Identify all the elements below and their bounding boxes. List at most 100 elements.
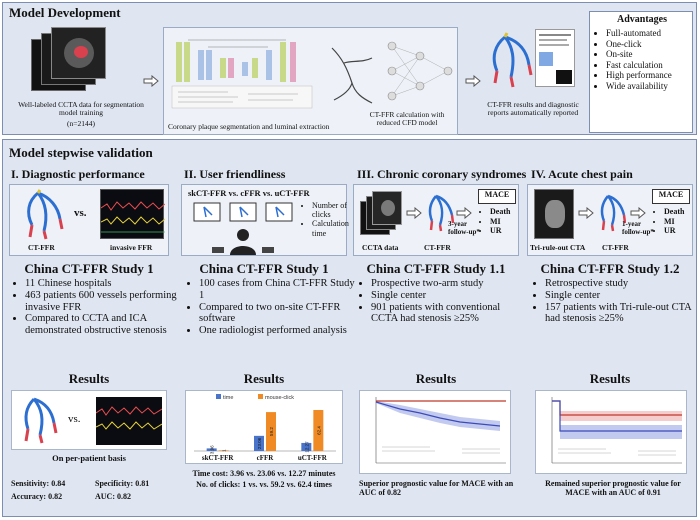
ctffr-heart-icon: [27, 189, 64, 240]
mace-box: MACE: [478, 189, 516, 204]
segmentation-calculation-box: Coronary plaque segmentation and luminal…: [163, 27, 458, 135]
metric-auc: AUC: 0.82: [95, 492, 131, 501]
per-patient-caption: On per-patient basis: [52, 453, 126, 463]
ctffr-result-heart-icon: [492, 32, 533, 88]
legend-label: time: [223, 395, 233, 401]
study-title: China CT-FFR Study 1.1: [366, 261, 506, 276]
bullet-item: Calculation time: [312, 219, 358, 237]
bar-mouse-click-cFFR: [266, 412, 276, 451]
mace-items: Death MI UR: [482, 207, 510, 236]
bullet-item: Single center: [545, 290, 700, 302]
result-heart-icon: [24, 397, 58, 444]
col-ccs-title: III. Chronic coronary syndromes: [357, 167, 527, 181]
model-validation-section: Model stepwise validation I. Diagnostic …: [2, 139, 697, 517]
bullet-item: 100 cases from China CT-FFR Study 1: [199, 278, 357, 302]
col1-figure: vs. CT-FFR invasive FFR: [9, 184, 169, 256]
neural-network-icon: [387, 41, 453, 101]
bullet-item: 463 patients 600 vessels performing inva…: [25, 290, 179, 314]
category-label: skCT-FFR: [202, 454, 235, 462]
arrow-right-icon: [465, 75, 481, 87]
col-diagnostic-title: I. Diagnostic performance: [11, 167, 145, 181]
followup-label: 1-year follow-up*: [622, 220, 654, 236]
bar-value-label: 23.06: [257, 437, 262, 449]
category-label: cFFR: [257, 454, 275, 462]
arrow-right-icon: [143, 75, 159, 87]
study-title: China CT-FFR Study 1: [199, 261, 329, 276]
ctffr-label: CT-FFR: [602, 243, 629, 252]
advantages-box: Advantages Full-automated One-click On-s…: [589, 11, 693, 133]
col3-km-panel: [359, 390, 511, 474]
col-acute-title: IV. Acute chest pain: [531, 167, 633, 181]
monitors-user-icon: [193, 202, 293, 255]
clicks-caption: No. of clicks: 1 vs. vs. 59.2 vs. 62.4 t…: [196, 480, 332, 489]
legend-label: mouse-click: [265, 395, 294, 401]
bar-value-label: 1: [222, 449, 227, 452]
bar-value-label: 59.2: [269, 427, 274, 436]
ccs-result-caption: Superior prognostic value for MACE with …: [359, 479, 514, 498]
advantage-item: On-site: [606, 49, 700, 60]
ctffr-label: CT-FFR: [424, 243, 451, 252]
arrow-right-icon: [578, 207, 594, 219]
results-title: Results: [415, 371, 457, 386]
study-bullets: 11 Chinese hospitals 463 patients 600 ve…: [13, 278, 179, 337]
software-compare-title: skCT-FFR vs. cFFR vs. uCT-FFR: [188, 188, 310, 198]
acute-result-caption: Remained superior prognostic value for M…: [545, 479, 681, 498]
ctffr-heart-icon: [600, 194, 626, 232]
segmentation-caption: Coronary plaque segmentation and luminal…: [168, 122, 330, 131]
col2-figure: skCT-FFR vs. cFFR vs. uCT-FFR Number of …: [181, 184, 349, 256]
ccta-image-stack: [31, 25, 126, 95]
mace-items: Death MI UR: [656, 207, 684, 236]
bullet-item: 11 Chinese hospitals: [25, 278, 179, 290]
arrow-right-icon: [406, 207, 422, 219]
time-cost-caption: Time cost: 3.96 vs. 23.06 vs. 12.27 minu…: [192, 469, 336, 478]
bullet-item: Compared to CCTA and ICA demonstrated ob…: [25, 313, 179, 337]
mace-item: MI: [490, 217, 510, 227]
study-title: China CT-FFR Study 1: [24, 261, 154, 276]
diagnostic-report-thumbnail: [535, 29, 575, 87]
tri-rule-out-label: Tri-rule-out CTA: [530, 243, 586, 252]
advantage-item: High performance: [606, 70, 700, 81]
bar-value-label: 62.4: [316, 426, 321, 435]
metric-specificity: Specificity: 0.81: [95, 479, 150, 488]
bar-time-cFFR: [254, 435, 264, 451]
invasive-ffr-tracing: [100, 189, 166, 239]
legend-swatch: [216, 394, 221, 399]
bullet-item: Prospective two-arm study: [371, 278, 529, 290]
study-bullets: Prospective two-arm study Single center …: [359, 278, 529, 325]
results-title: Results: [243, 371, 285, 386]
vs-label: vs.: [74, 207, 87, 219]
bar-value-label: 12.27: [304, 441, 309, 453]
col1-results-panel: vs.: [11, 390, 167, 450]
results-title: Results: [589, 371, 631, 386]
kaplan-meier-curve-acute: [551, 397, 682, 464]
followup-label: 3-year follow-up*: [448, 220, 480, 236]
bullet-item: One radiologist performed analysis: [199, 325, 357, 337]
mace-item: MI: [664, 217, 684, 227]
col4-km-panel: [535, 390, 687, 474]
ccta-data-caption: Well-labeled CCTA data for segmentation …: [18, 100, 144, 118]
advantage-item: Full-automated: [606, 28, 700, 39]
fig-bullets: Number of clicks Calculation time: [300, 201, 358, 238]
ccta-data-stack: [360, 191, 402, 237]
network-architecture-diagram: [171, 39, 313, 109]
bullet-item: Retrospective study: [545, 278, 700, 290]
bullet-item: Single center: [371, 290, 529, 302]
arrow-right-icon: [456, 207, 472, 219]
ccta-data-label: CCTA data: [362, 243, 399, 252]
col3-figure: MACE Death MI UR 3-year follow-up* CCTA …: [353, 184, 519, 256]
ctffr-heart-icon: [428, 194, 454, 232]
advantages-title: Advantages: [616, 14, 667, 25]
category-label: uCT-FFR: [298, 454, 328, 462]
bar-time-skCT-FFR: [206, 448, 217, 451]
study-bullets: 100 cases from China CT-FFR Study 1 Comp…: [187, 278, 357, 337]
bar-mouse-click-skCT-FFR: [218, 450, 229, 451]
model-development-section: Model Development Well-labeled CCTA data…: [2, 2, 697, 135]
section-title: Model stepwise validation: [9, 145, 153, 160]
coronary-tree-diagram: [331, 47, 373, 104]
invasive-ffr-label: invasive FFR: [110, 243, 153, 252]
metric-sensitivity: Sensitivity: 0.84: [11, 479, 66, 488]
legend-swatch: [258, 394, 263, 399]
kaplan-meier-curve-ccs: [375, 397, 506, 464]
metric-accuracy: Accuracy: 0.82: [11, 492, 63, 501]
advantage-item: One-click: [606, 39, 700, 50]
